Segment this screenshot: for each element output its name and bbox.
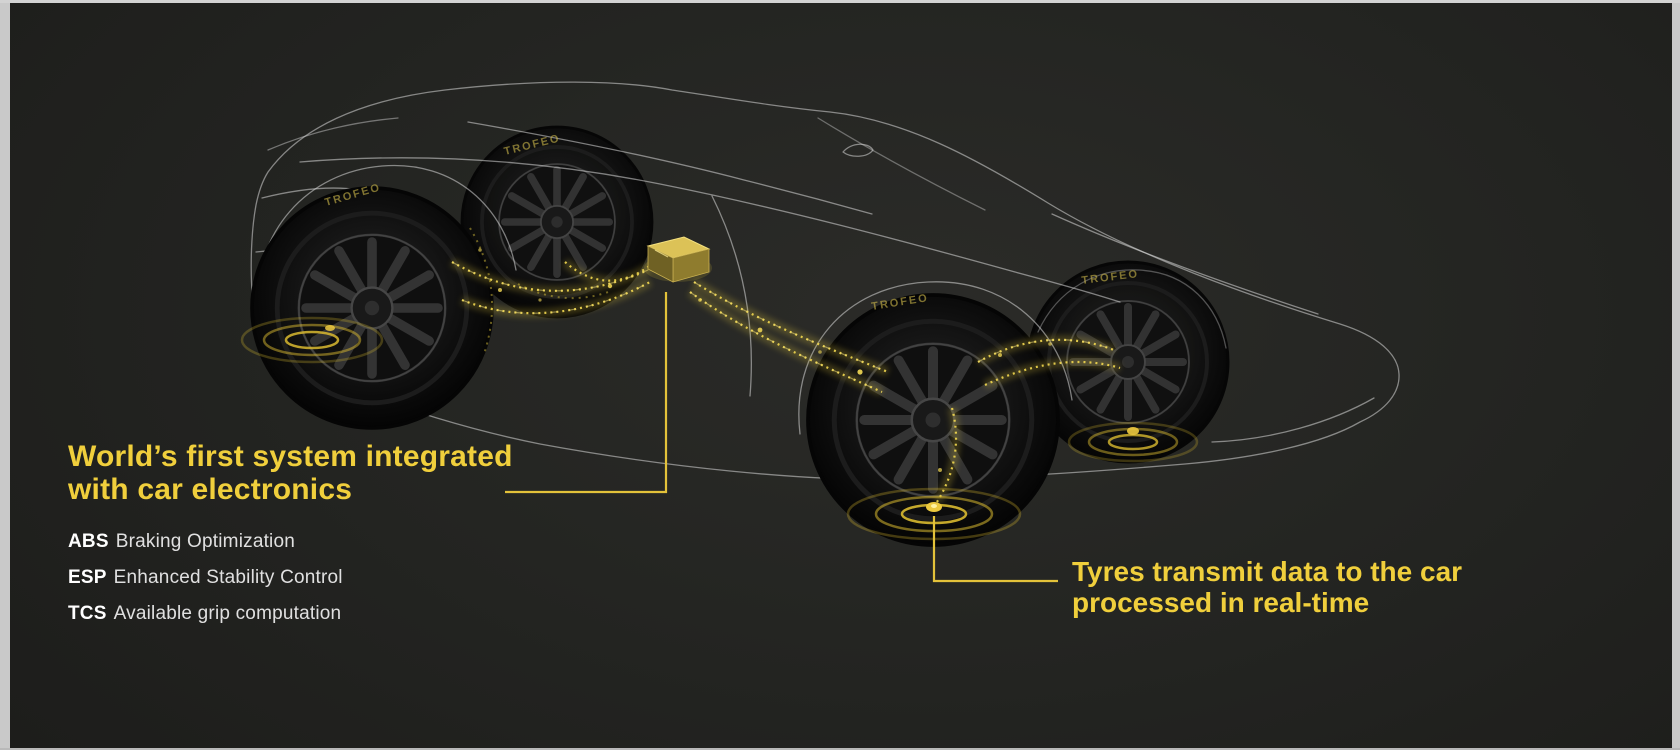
left-heading-line2: with car electronics	[68, 473, 353, 506]
right-callout-line	[932, 516, 1058, 583]
tyre-sensor-dot-rear	[325, 325, 335, 331]
ecu-box	[644, 236, 712, 283]
feature-abs-label: Braking Optimization	[115, 531, 296, 552]
feature-tcs-abbr: TCS	[68, 603, 107, 624]
right-callout-heading: Tyres transmit data to the car processed…	[1072, 556, 1462, 618]
frame-bottom-border	[0, 748, 1680, 750]
feature-esp-label: Enhanced Stability Control	[113, 567, 343, 588]
right-heading-line1: Tyres transmit data to the car	[1072, 556, 1463, 587]
feature-abs: ABS Braking Optimization	[68, 532, 513, 551]
left-callout-heading: World’s first system integrated with car…	[68, 440, 513, 506]
frame-right-border	[1672, 0, 1680, 750]
feature-abs-abbr: ABS	[68, 531, 109, 552]
feature-esp: ESP Enhanced Stability Control	[68, 568, 513, 587]
left-heading-line1: World’s first system integrated	[68, 440, 513, 473]
frame-left-border	[0, 0, 10, 750]
sensor-ripples-rear	[240, 316, 384, 364]
wheel-rear-near	[252, 188, 492, 428]
data-streaks	[451, 261, 1115, 393]
feature-list: ABS Braking Optimization ESP Enhanced Stab…	[68, 532, 513, 623]
feature-esp-abbr: ESP	[68, 567, 107, 588]
sensor-ripples-front-far	[1067, 421, 1199, 463]
tyre-sensor-dot-front-far	[1127, 427, 1139, 435]
tyre-data-noise	[469, 227, 609, 355]
feature-tcs-label: Available grip computation	[113, 603, 342, 624]
right-callout: Tyres transmit data to the car processed…	[1072, 556, 1462, 618]
left-callout-line	[505, 292, 668, 494]
frame-top-border	[0, 0, 1680, 3]
feature-tcs: TCS Available grip computation	[68, 604, 513, 623]
left-callout: World’s first system integrated with car…	[68, 440, 513, 640]
right-heading-line2: processed in real-time	[1072, 587, 1370, 618]
